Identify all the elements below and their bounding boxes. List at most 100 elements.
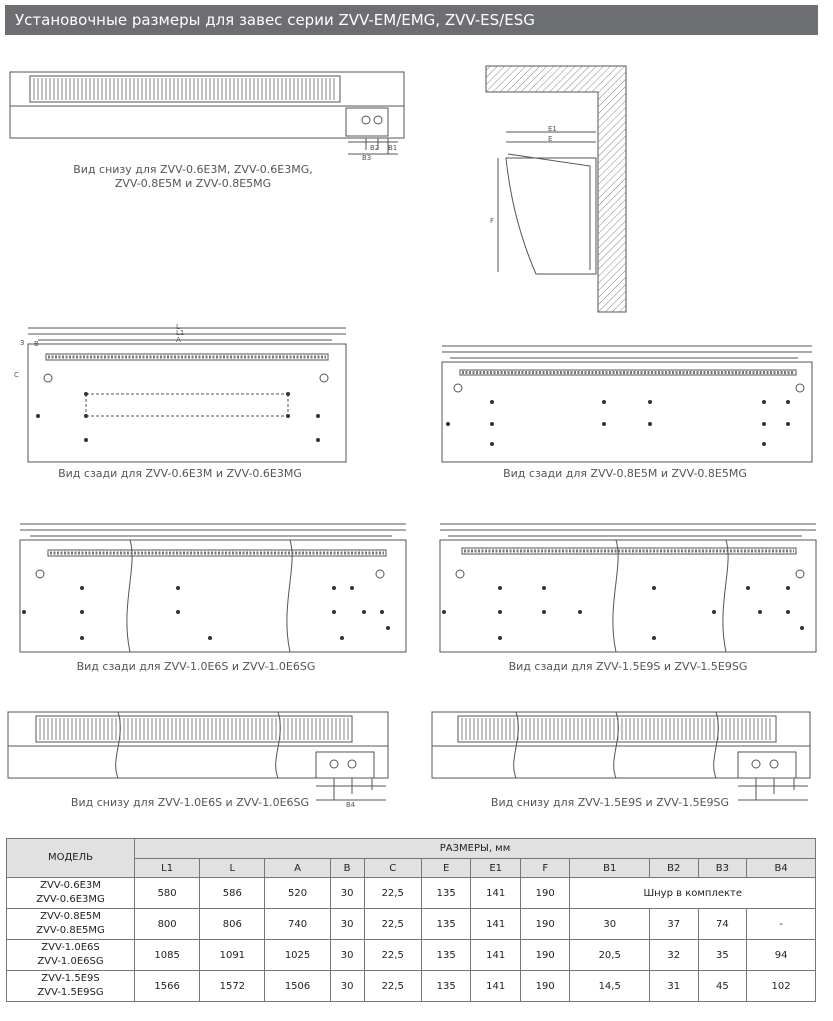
dim-label-F: F <box>490 217 495 225</box>
col-header: A <box>264 858 331 878</box>
cell: 35 <box>697 939 748 971</box>
cell: 1025 <box>264 939 331 971</box>
model-name: ZVV-0.6E3M <box>40 880 101 891</box>
cell: 14,5 <box>569 970 650 1002</box>
dim-label-C: C <box>14 371 19 379</box>
col-header: C <box>363 858 422 878</box>
cell: 190 <box>519 939 571 971</box>
model-name: ZVV-1.0E6S <box>41 942 100 953</box>
cell: 1572 <box>199 970 266 1002</box>
cell: 141 <box>470 877 521 909</box>
model-name: ZVV-1.5E9SG <box>37 987 104 998</box>
dims-header: РАЗМЕРЫ, мм <box>134 838 816 859</box>
table-row: ZVV-1.0E6S ZVV-1.0E6SG 1085 1091 1025 30… <box>6 939 816 971</box>
model-name: ZVV-1.5E9S <box>41 973 100 984</box>
cell: 1566 <box>133 970 201 1002</box>
caption-back-15: Вид сзади для ZVV-1.5E9S и ZVV-1.5E9SG <box>508 660 748 673</box>
cell: 190 <box>519 877 571 909</box>
drawing-back-view-10 <box>12 516 412 656</box>
cell: 45 <box>697 970 748 1002</box>
col-header: B1 <box>569 858 650 878</box>
col-header: E <box>420 858 472 878</box>
cell: 740 <box>264 908 331 940</box>
cell: 32 <box>648 939 699 971</box>
model-cell: ZVV-1.0E6S ZVV-1.0E6SG <box>6 939 135 971</box>
cell: 190 <box>519 970 571 1002</box>
cell: 141 <box>470 908 521 940</box>
drawing-bottom-view-10 <box>6 708 392 804</box>
dim-label-E: E <box>548 135 553 143</box>
cell: 22,5 <box>363 939 422 971</box>
dim-label-B: B <box>34 340 39 348</box>
caption-bottom-small: Вид снизу для ZVV-0.6E3M, ZVV-0.6E3MG, Z… <box>58 163 328 191</box>
model-name: ZVV-0.8E5MG <box>36 925 105 936</box>
cell: 135 <box>420 939 472 971</box>
cell: 30 <box>329 877 365 909</box>
cell: 30 <box>329 908 365 940</box>
cell: 190 <box>519 908 571 940</box>
col-header: B <box>329 858 365 878</box>
caption-line: Вид снизу для ZVV-0.6E3M, ZVV-0.6E3MG, <box>73 163 313 176</box>
cell: 22,5 <box>363 970 422 1002</box>
dim-label-L: L <box>176 323 180 331</box>
drawing-side-view <box>480 62 630 317</box>
caption-bottom-15: Вид снизу для ZVV-1.5E9S и ZVV-1.5E9SG <box>490 796 730 809</box>
table-row: ZVV-0.8E5M ZVV-0.8E5MG 800 806 740 30 22… <box>6 908 816 940</box>
cell: 30 <box>329 970 365 1002</box>
col-header: E1 <box>470 858 521 878</box>
cell-merged: Шнур в комплекте <box>569 877 816 909</box>
model-cell: ZVV-1.5E9S ZVV-1.5E9SG <box>6 970 135 1002</box>
caption-back-10: Вид сзади для ZVV-1.0E6S и ZVV-1.0E6SG <box>76 660 316 673</box>
cell: 1091 <box>199 939 266 971</box>
caption-back-08: Вид сзади для ZVV-0.8E5M и ZVV-0.8E5MG <box>503 467 747 480</box>
dim-label-E1: E1 <box>548 125 557 133</box>
cell: 94 <box>746 939 816 971</box>
drawing-back-view-08 <box>428 340 823 466</box>
cell: 1085 <box>133 939 201 971</box>
caption-bottom-10: Вид снизу для ZVV-1.0E6S и ZVV-1.0E6SG <box>70 796 310 809</box>
cell: 135 <box>420 970 472 1002</box>
dim-label-B2: B2 <box>370 144 380 152</box>
table-row: ZVV-0.6E3M ZVV-0.6E3MG 580 586 520 30 22… <box>6 877 816 909</box>
dim-label-B4: B4 <box>346 801 356 809</box>
cell: 580 <box>133 877 201 909</box>
cell: 135 <box>420 877 472 909</box>
col-header: L1 <box>133 858 201 878</box>
drawing-bottom-view-15 <box>430 708 816 804</box>
cell: - <box>746 908 816 940</box>
col-header: B4 <box>746 858 816 878</box>
cell: 74 <box>697 908 748 940</box>
caption-line: ZVV-0.8E5M и ZVV-0.8E5MG <box>114 177 272 190</box>
drawing-back-view-15 <box>430 516 825 656</box>
cell: 102 <box>746 970 816 1002</box>
table-row: ZVV-1.5E9S ZVV-1.5E9SG 1566 1572 1506 30… <box>6 970 816 1002</box>
section-title: Установочные размеры для завес серии ZVV… <box>5 5 818 35</box>
cell: 31 <box>648 970 699 1002</box>
model-name: ZVV-1.0E6SG <box>37 956 104 967</box>
col-header: F <box>519 858 571 878</box>
model-cell: ZVV-0.6E3M ZVV-0.6E3MG <box>6 877 135 909</box>
dim-label-B3: B3 <box>362 154 372 162</box>
caption-back-06: Вид сзади для ZVV-0.6E3M и ZVV-0.6E3MG <box>58 467 302 480</box>
dim-label-L1: L1 <box>176 329 185 337</box>
model-name: ZVV-0.8E5M <box>40 911 101 922</box>
cell: 22,5 <box>363 877 422 909</box>
model-header: МОДЕЛЬ <box>6 838 135 878</box>
cell: 20,5 <box>569 939 650 971</box>
cell: 586 <box>199 877 266 909</box>
col-header: B3 <box>697 858 748 878</box>
cell: 30 <box>569 908 650 940</box>
cell: 37 <box>648 908 699 940</box>
cell: 135 <box>420 908 472 940</box>
col-header: L <box>199 858 266 878</box>
model-cell: ZVV-0.8E5M ZVV-0.8E5MG <box>6 908 135 940</box>
dim-label-3: 3 <box>20 339 25 347</box>
drawing-back-view-06 <box>12 320 357 466</box>
dim-label-A: A <box>176 336 181 344</box>
dim-label-B1: B1 <box>388 144 398 152</box>
cell: 22,5 <box>363 908 422 940</box>
cell: 141 <box>470 939 521 971</box>
cell: 800 <box>133 908 201 940</box>
cell: 520 <box>264 877 331 909</box>
cell: 1506 <box>264 970 331 1002</box>
